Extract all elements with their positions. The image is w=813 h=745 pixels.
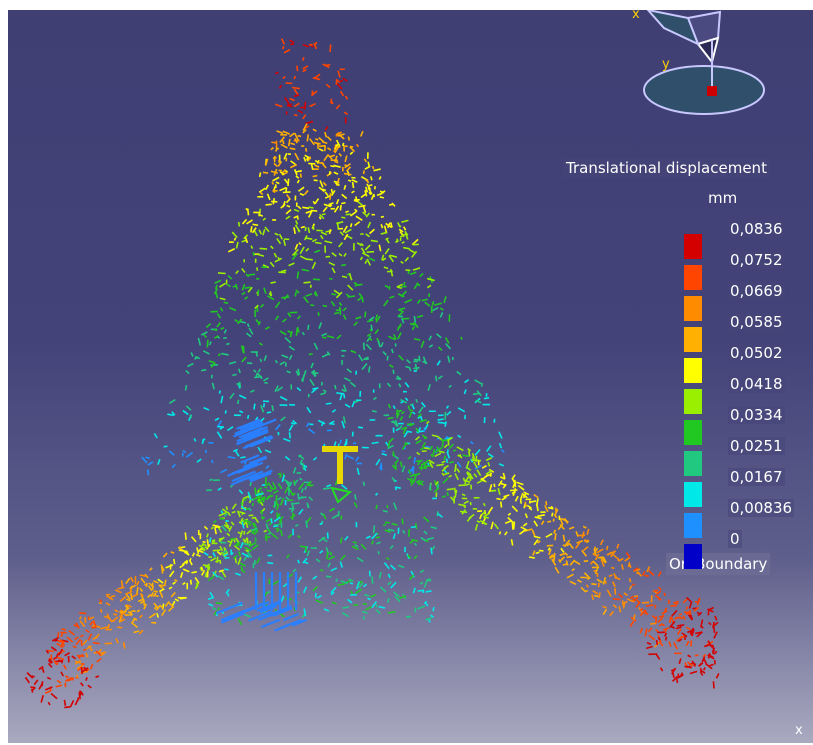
legend-tick-label: 0,0836 [728, 220, 785, 238]
legend-unit: mm [708, 189, 738, 207]
legend-tick-label: 0,0585 [728, 313, 785, 331]
legend-tick-label: 0,00836 [728, 499, 795, 517]
legend-color-band [684, 482, 702, 507]
legend-tick-label: 0,0418 [728, 375, 785, 393]
legend-tick-label: 0 [728, 530, 742, 548]
legend-color-band [684, 234, 702, 259]
legend-title: Translational displacement [563, 158, 770, 178]
legend-color-band [684, 420, 702, 445]
legend-color-band [684, 296, 702, 321]
legend-tick-label: 0,0251 [728, 437, 785, 455]
on-boundary-label[interactable]: On Boundary [666, 553, 771, 575]
3d-viewport[interactable]: x y Translational displacement mm On Bou… [8, 10, 813, 743]
compass-y-label: y [662, 57, 670, 72]
legend-tick-label: 0,0502 [728, 344, 785, 362]
displacement-arrow-field [24, 38, 720, 709]
compass-widget[interactable]: x y [628, 10, 813, 130]
compass-origin-marker [707, 86, 717, 96]
load-direction-icon [330, 486, 353, 504]
legend-color-band [684, 544, 702, 569]
legend-color-band [684, 451, 702, 476]
legend-color-band [684, 265, 702, 290]
load-symbol[interactable] [320, 444, 360, 514]
compass-x-label: x [632, 10, 640, 22]
legend-color-band [684, 327, 702, 352]
legend-tick-label: 0,0752 [728, 251, 785, 269]
legend-tick-label: 0,0669 [728, 282, 785, 300]
legend-tick-label: 0,0167 [728, 468, 785, 486]
legend-color-band [684, 513, 702, 538]
axis-x-label: x [795, 723, 803, 738]
legend-color-band [684, 358, 702, 383]
legend-color-band [684, 389, 702, 414]
legend-tick-label: 0,0334 [728, 406, 785, 424]
